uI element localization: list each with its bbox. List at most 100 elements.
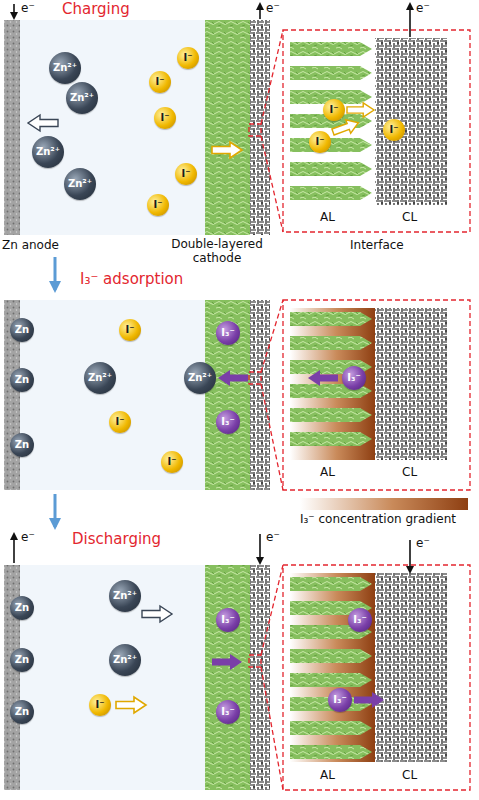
ion-label: Zn²⁺ bbox=[70, 93, 94, 103]
zinc-ion: Zn²⁺ bbox=[184, 362, 216, 394]
layer-name: CL bbox=[402, 210, 417, 224]
iodide-ion: I⁻ bbox=[147, 194, 169, 216]
adsorption-pillar bbox=[290, 66, 372, 80]
adsorption-pillar bbox=[290, 408, 372, 422]
ion-label: I₃⁻ bbox=[353, 615, 366, 625]
adsorption-pillar bbox=[290, 138, 372, 152]
layer-name: AL bbox=[320, 768, 335, 782]
ion-label: I⁻ bbox=[182, 169, 191, 179]
iodide-ion: I⁻ bbox=[175, 163, 197, 185]
layer-name: CL bbox=[402, 768, 417, 782]
zinc-ion: Zn²⁺ bbox=[66, 82, 98, 114]
layer-name: AL bbox=[320, 465, 335, 479]
zinc-ion: Zn²⁺ bbox=[84, 362, 116, 394]
zinc-ion: Zn bbox=[10, 700, 34, 724]
step-title: Discharging bbox=[72, 530, 161, 548]
ion-label: I₃⁻ bbox=[221, 417, 234, 427]
ion-label: Zn²⁺ bbox=[68, 179, 92, 189]
ion-label: Zn²⁺ bbox=[36, 147, 60, 157]
step-title: Charging bbox=[62, 0, 130, 18]
zinc-ion: Zn bbox=[10, 318, 34, 342]
adsorption-pillar bbox=[290, 745, 372, 759]
iodide-ion: I⁻ bbox=[309, 131, 331, 153]
triiodide-ion: I₃⁻ bbox=[216, 321, 240, 345]
region-name: Interface bbox=[350, 238, 404, 252]
iodide-ion: I⁻ bbox=[383, 119, 405, 141]
zinc-ion: Zn bbox=[10, 596, 34, 620]
adsorption-pillar bbox=[290, 673, 372, 687]
iodide-ion: I⁻ bbox=[89, 694, 111, 716]
triiodide-ion: I₃⁻ bbox=[216, 410, 240, 434]
ion-label: I₃⁻ bbox=[221, 707, 234, 717]
triiodide-ion: I₃⁻ bbox=[216, 608, 240, 632]
ion-label: I⁻ bbox=[96, 700, 105, 710]
ion-label: Zn²⁺ bbox=[88, 373, 112, 383]
adsorption-pillar bbox=[290, 312, 372, 326]
iodide-ion: I⁻ bbox=[149, 71, 171, 93]
triiodide-ion: I₃⁻ bbox=[348, 608, 372, 632]
adsorption-pillar bbox=[290, 336, 372, 350]
iodide-ion: I⁻ bbox=[161, 451, 183, 473]
zinc-ion: Zn²⁺ bbox=[109, 580, 141, 612]
ion-label: I⁻ bbox=[161, 113, 170, 123]
iodide-ion: I⁻ bbox=[154, 107, 176, 129]
zinc-ion: Zn²⁺ bbox=[32, 136, 64, 168]
iodide-ion: I⁻ bbox=[177, 47, 199, 69]
ion-label: I⁻ bbox=[316, 137, 325, 147]
electron-label: e⁻ bbox=[21, 530, 35, 544]
adsorption-pillar bbox=[290, 649, 372, 663]
ion-label: I₃⁻ bbox=[221, 328, 234, 338]
electron-label: e⁻ bbox=[266, 530, 280, 544]
adsorption-pillar bbox=[290, 42, 372, 56]
ion-label: I₃⁻ bbox=[347, 373, 360, 383]
ion-label: Zn bbox=[15, 655, 29, 665]
ion-label: I⁻ bbox=[126, 325, 135, 335]
scale-label: I₃⁻ concentration gradient bbox=[300, 512, 456, 526]
ion-label: I₃⁻ bbox=[333, 695, 346, 705]
zinc-ion: Zn²⁺ bbox=[109, 644, 141, 676]
adsorption-pillar bbox=[290, 721, 372, 735]
triiodide-ion: I₃⁻ bbox=[328, 688, 352, 712]
part-name: Double-layered cathode bbox=[158, 237, 276, 266]
ion-label: I⁻ bbox=[330, 105, 339, 115]
ion-label: Zn bbox=[15, 603, 29, 613]
adsorption-pillar bbox=[290, 432, 372, 446]
zinc-ion: Zn bbox=[10, 368, 34, 392]
zinc-ion: Zn bbox=[10, 648, 34, 672]
iodide-ion: I⁻ bbox=[109, 411, 131, 433]
adsorption-pillar bbox=[290, 577, 372, 591]
iodide-ion: I⁻ bbox=[119, 319, 141, 341]
electron-label: e⁻ bbox=[21, 1, 35, 15]
adsorption-pillar bbox=[290, 186, 372, 200]
ion-label: I⁻ bbox=[154, 200, 163, 210]
zinc-ion: Zn²⁺ bbox=[64, 168, 96, 200]
iodide-ion: I⁻ bbox=[323, 99, 345, 121]
ion-label: Zn²⁺ bbox=[188, 373, 212, 383]
adsorption-pillar bbox=[290, 162, 372, 176]
part-name: Zn anode bbox=[2, 238, 59, 252]
electron-label: e⁻ bbox=[416, 1, 430, 15]
layer-name: CL bbox=[402, 465, 417, 479]
ion-label: Zn bbox=[15, 440, 29, 450]
ion-label: Zn bbox=[15, 325, 29, 335]
ion-label: I⁻ bbox=[116, 417, 125, 427]
ion-label: I₃⁻ bbox=[221, 615, 234, 625]
electron-label: e⁻ bbox=[266, 1, 280, 15]
zinc-ion: Zn²⁺ bbox=[49, 52, 81, 84]
ion-label: I⁻ bbox=[156, 77, 165, 87]
triiodide-ion: I₃⁻ bbox=[342, 366, 366, 390]
triiodide-ion: I₃⁻ bbox=[216, 700, 240, 724]
zinc-ion: Zn bbox=[10, 433, 34, 457]
ion-label: I⁻ bbox=[168, 457, 177, 467]
ion-label: I⁻ bbox=[390, 125, 399, 135]
layer-name: AL bbox=[320, 210, 335, 224]
ion-label: Zn²⁺ bbox=[53, 63, 77, 73]
ion-label: I⁻ bbox=[184, 53, 193, 63]
step-title: I₃⁻ adsorption bbox=[80, 270, 183, 288]
ion-label: Zn bbox=[15, 375, 29, 385]
ion-label: Zn bbox=[15, 707, 29, 717]
electron-label: e⁻ bbox=[416, 536, 430, 550]
ion-label: Zn²⁺ bbox=[113, 591, 137, 601]
